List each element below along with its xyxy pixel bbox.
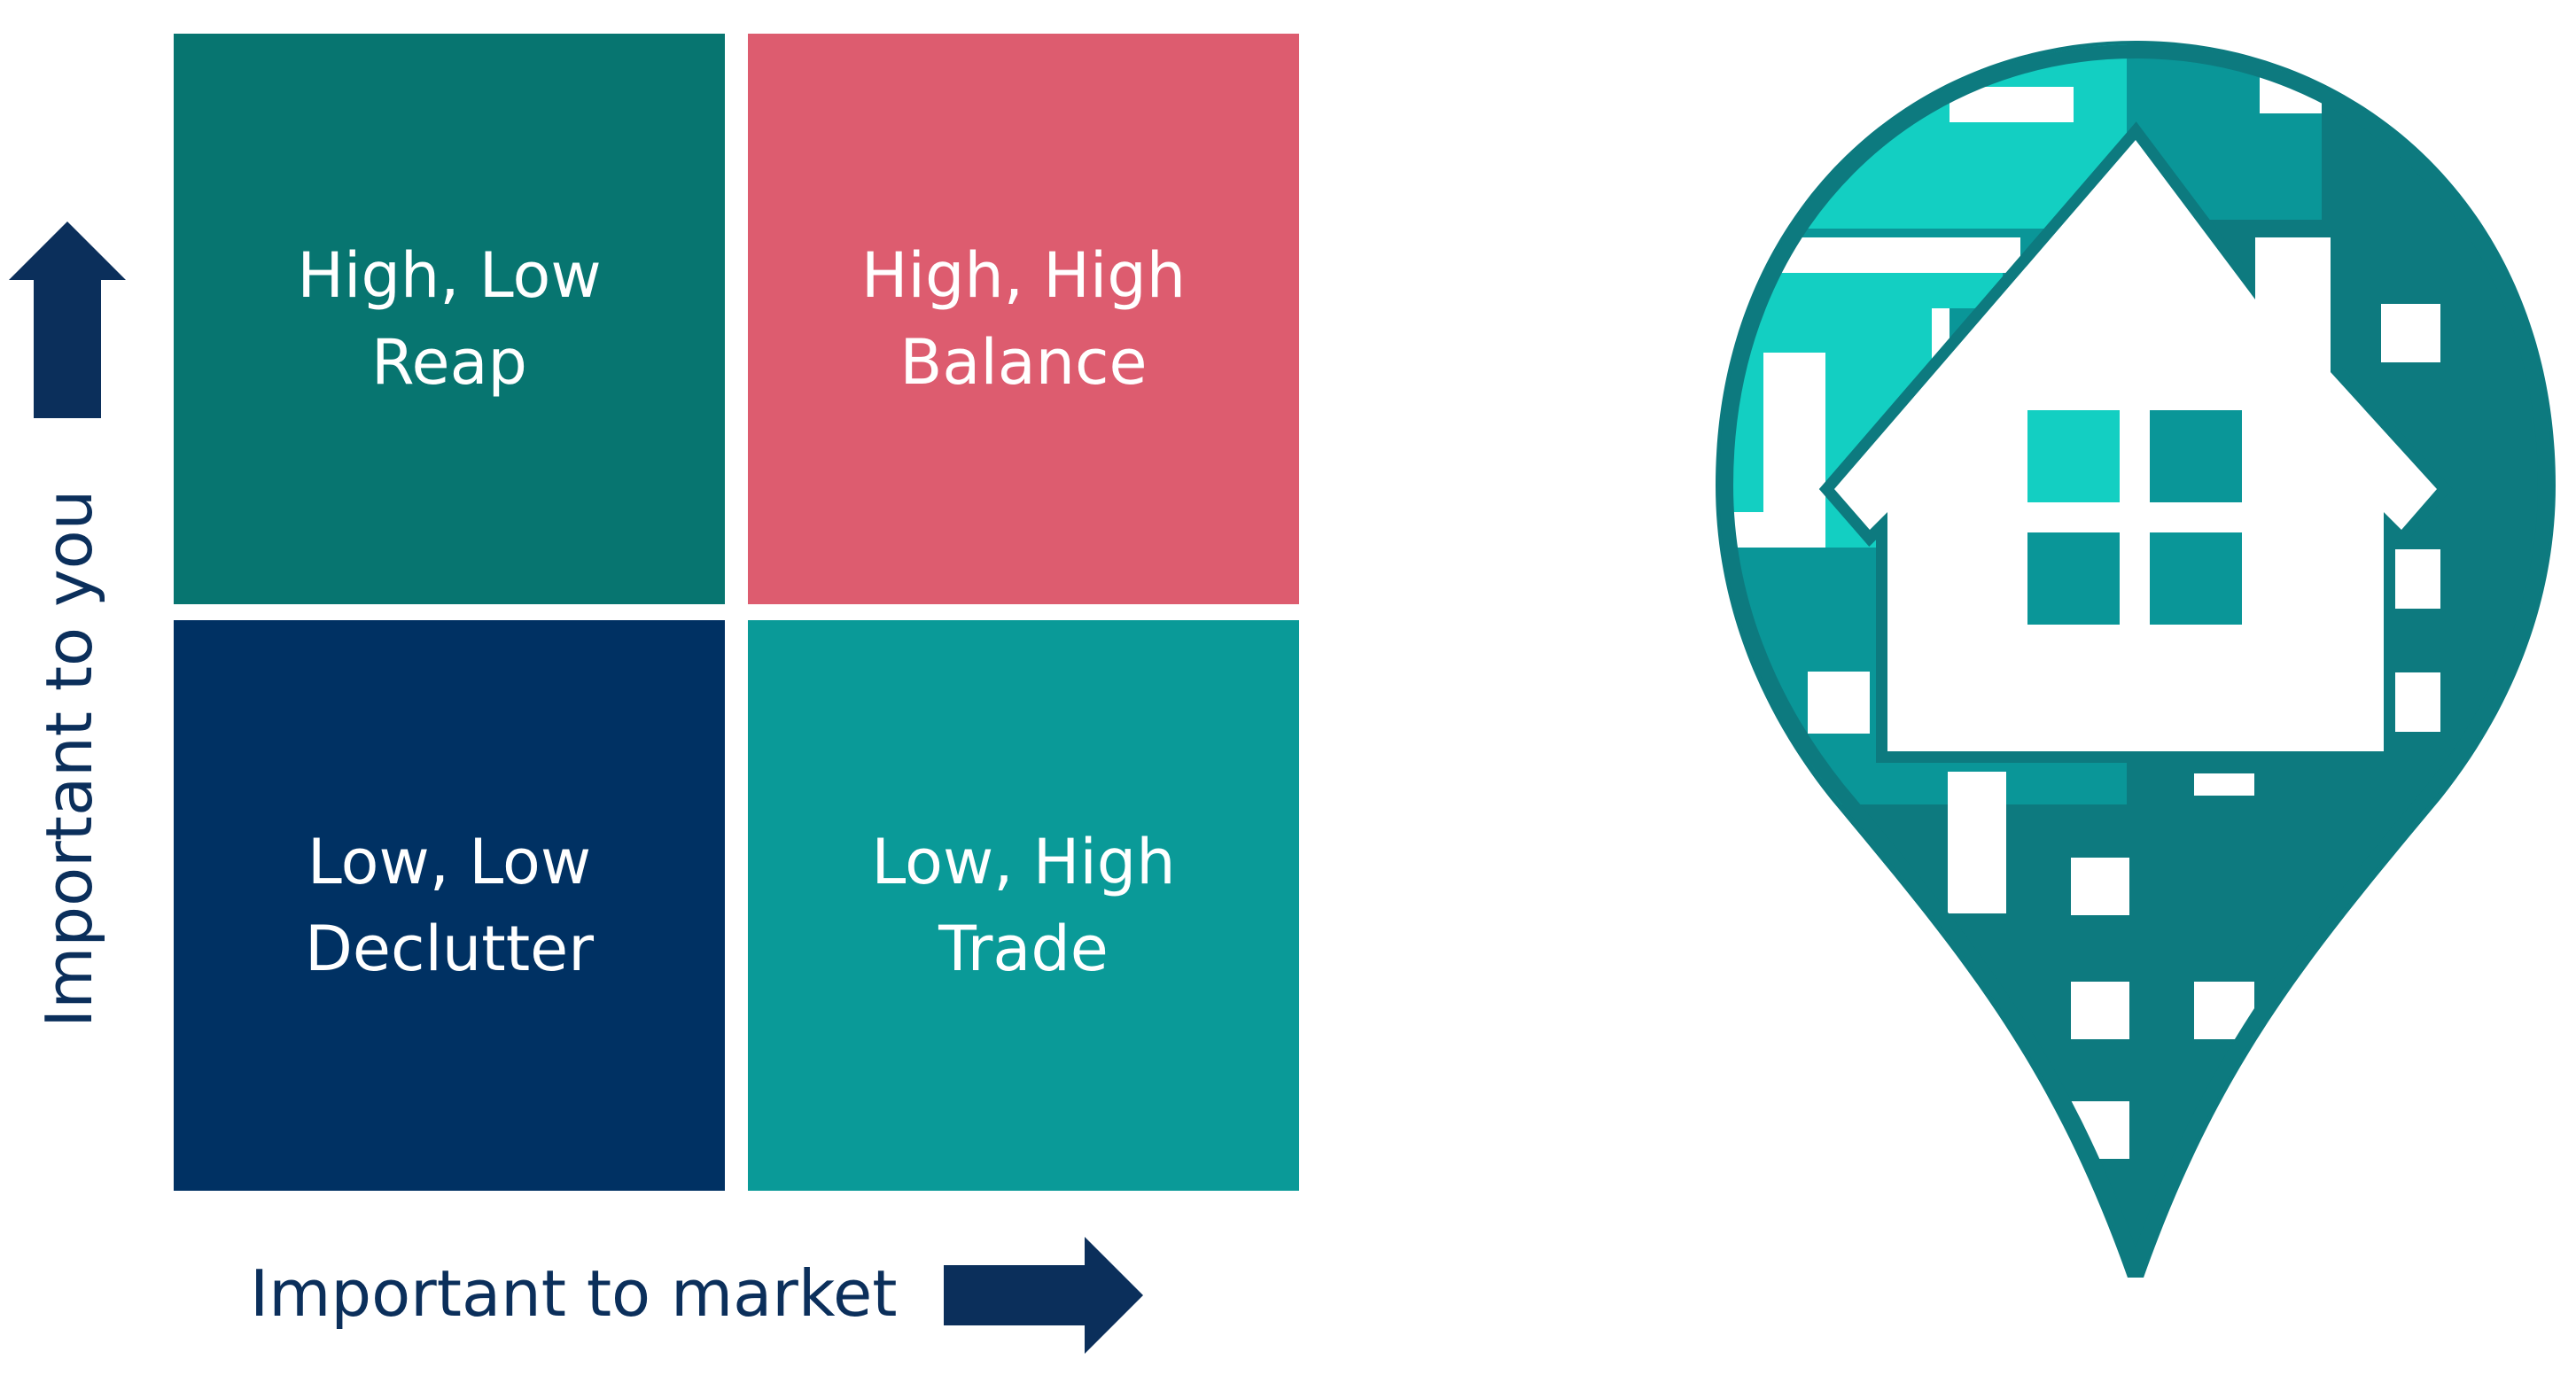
quadrant-high-high-action: Balance [899,326,1148,399]
house-location-pin-icon [1716,41,2556,1278]
quadrant-high-low-action: Reap [371,326,527,399]
arrow-up-icon [9,221,126,418]
x-axis-label: Important to market [250,1256,898,1331]
y-axis-label: Important to you [32,489,106,1028]
quadrant-low-low: Low, Low Declutter [174,620,725,1191]
arrow-right-icon [944,1237,1143,1354]
quadrant-low-high: Low, High Trade [748,620,1299,1191]
quadrant-high-low-title: High, Low [297,239,602,312]
quadrant-high-high: High, High Balance [748,34,1299,604]
quadrant-low-high-action: Trade [938,913,1109,985]
quadrant-high-high-title: High, High [860,239,1187,312]
quadrant-low-high-title: Low, High [871,826,1176,898]
quadrant-low-low-action: Declutter [304,913,594,985]
quadrant-low-low-title: Low, Low [307,826,592,898]
quadrant-high-low: High, Low Reap [174,34,725,604]
